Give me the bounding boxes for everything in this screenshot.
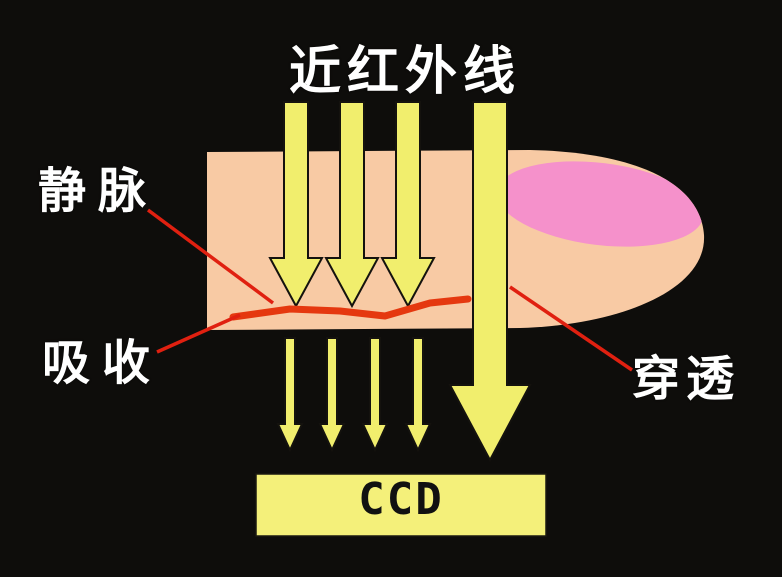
nir-arrow-2 <box>324 101 380 309</box>
pointer-line-absorb <box>156 313 241 354</box>
label-absorb: 吸收 <box>42 337 163 390</box>
fingernail <box>496 161 704 247</box>
title-near-infrared: 近红外线 <box>288 43 521 101</box>
label-penetrate: 穿透 <box>632 353 741 406</box>
small-arrow-1 <box>276 337 304 453</box>
nir-arrow-1 <box>268 101 324 309</box>
ccd-box <box>255 473 547 537</box>
nir-arrow-3 <box>380 101 436 309</box>
penetrating-arrow <box>448 101 532 463</box>
small-arrow-3 <box>361 337 389 453</box>
small-arrow-4 <box>404 337 432 453</box>
label-vein: 静脉 <box>38 165 159 218</box>
label-ccd-sensor: CCD <box>358 474 444 525</box>
pointer-line-vein <box>146 208 275 305</box>
small-arrow-2 <box>318 337 346 453</box>
vein-line <box>229 295 472 321</box>
pointer-line-penetrate <box>509 285 633 372</box>
